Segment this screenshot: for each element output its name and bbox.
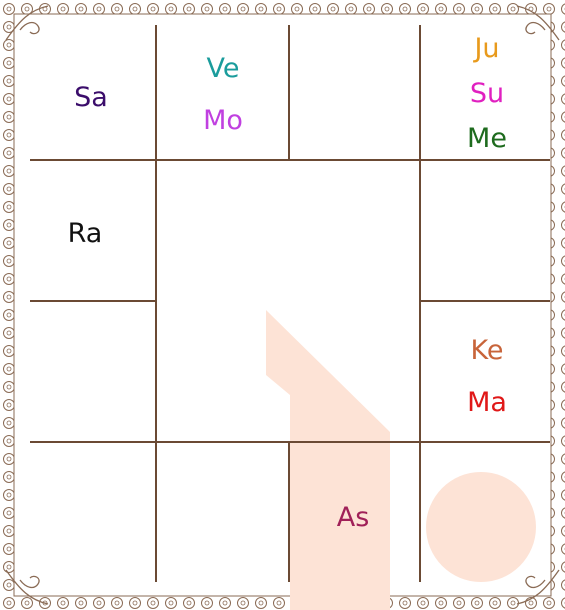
planet-label: Me [467,123,507,154]
planet-label: Ma [467,387,507,418]
house-11-cell: Ra [68,218,103,249]
planet-label: Mo [203,105,243,136]
house-7-cell: As [337,502,370,533]
planet-label: Ke [471,335,504,366]
house-1-cell: Ve Mo [203,53,243,136]
planet-label: Ve [207,53,240,84]
house-5-cell: Ke Ma [467,335,507,418]
house-12-cell: Sa [74,82,108,113]
planet-label: Su [470,78,504,109]
planet-label: Ra [68,218,103,249]
planet-label: Sa [74,82,108,113]
planet-label: As [337,502,370,533]
planet-label: Ju [472,33,499,64]
house-3-cell: Ju Su Me [467,33,507,154]
